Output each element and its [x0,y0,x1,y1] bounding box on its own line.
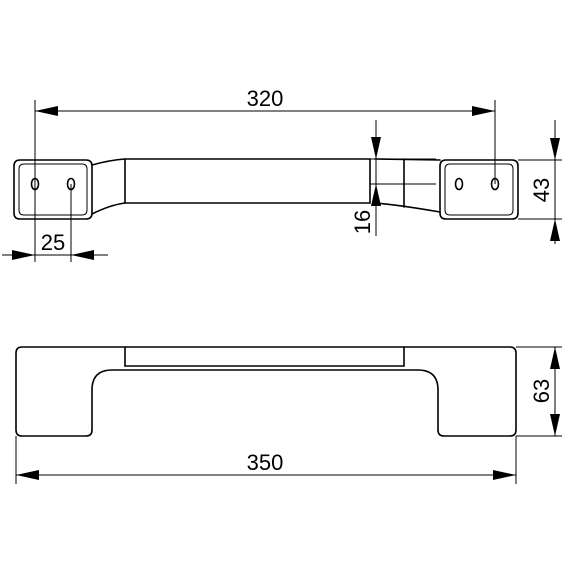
top-view [13,158,519,220]
front-view [15,346,517,437]
left-foot [13,159,93,220]
dimension-16: 16 [350,120,436,236]
right-foot-hole-1 [454,177,464,191]
dimension-350: 350 [15,436,517,484]
dimension-25: 25 [2,184,108,262]
right-foot [439,159,519,220]
dimension-63: 63 [516,346,562,437]
dimension-label-43: 43 [529,178,554,202]
dimension-43: 43 [518,120,562,244]
dimension-label-350: 350 [247,450,284,475]
dimension-label-63: 63 [529,379,554,403]
handle-profile [15,346,517,437]
dimension-label-16: 16 [350,210,375,234]
dimension-label-320: 320 [247,86,284,111]
dimension-320: 320 [34,86,496,184]
top-bar [91,158,441,215]
dimension-label-25: 25 [41,230,65,255]
